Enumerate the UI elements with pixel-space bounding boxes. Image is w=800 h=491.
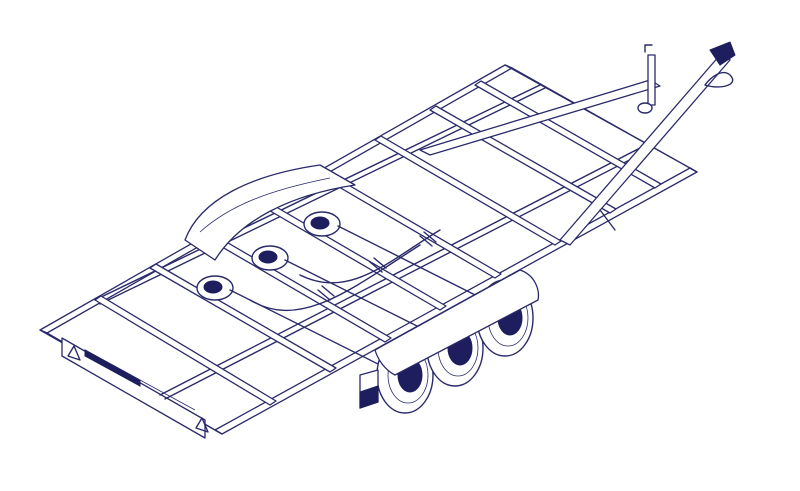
- mud-flap: [359, 369, 379, 409]
- coupling-head: [704, 41, 736, 88]
- left-mudguard: [184, 164, 356, 261]
- jockey-wheel: [637, 44, 656, 114]
- warning-triangle-left: [67, 345, 81, 361]
- right-mudguard: [374, 269, 540, 376]
- warning-triangle-right: [195, 417, 209, 433]
- suspension-units: [196, 211, 496, 371]
- drawbar: [419, 54, 731, 246]
- rear-light-bar: [84, 349, 196, 411]
